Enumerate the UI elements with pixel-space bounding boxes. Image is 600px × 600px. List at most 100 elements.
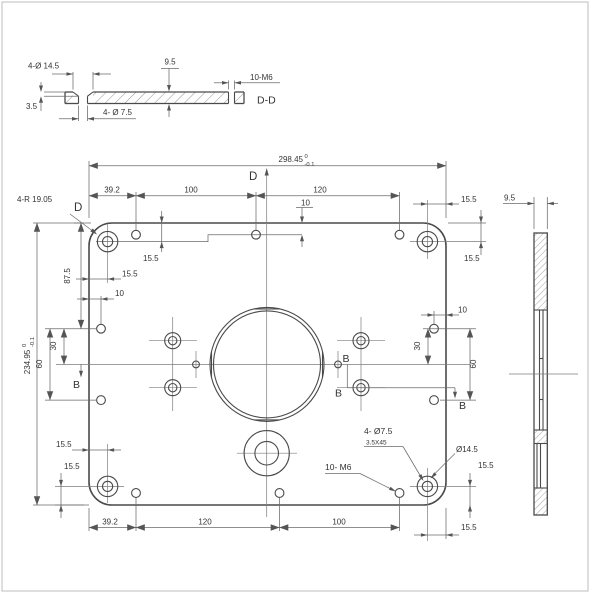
- section-hatch: [93, 92, 229, 104]
- dim-right-10-value: 10: [458, 306, 467, 315]
- section-view-title: D-D: [257, 95, 276, 107]
- dim-top-100: 100: [135, 186, 257, 199]
- corner-hole-top-right: [416, 230, 439, 253]
- section-hatch: [65, 92, 73, 104]
- dim-right-10: 10: [421, 306, 467, 317]
- dim-right-30-value: 30: [413, 341, 422, 350]
- pin-holes: [192, 360, 342, 369]
- dim-bottom-right-15-5-v-value: 15.5: [478, 461, 494, 470]
- dim-section-countersink: 4-Ø 14.5: [28, 62, 111, 90]
- dim-bottom-120: 120: [135, 518, 280, 531]
- section-mark-d-corner: D: [69, 202, 97, 235]
- section-mark-d-top: D: [249, 168, 269, 183]
- dim-top-left-15-5-h: 15.5: [76, 270, 138, 281]
- dim-section-through: 4- Ø 7.5: [59, 105, 136, 121]
- note-through-holes-label: 4- Ø7.5: [364, 426, 393, 436]
- top-edge-reference-line: [96, 234, 302, 242]
- dim-left-30-value: 30: [49, 341, 58, 350]
- dim-top-100-value: 100: [184, 186, 198, 195]
- section-hatch: [234, 92, 244, 104]
- dim-right-60: 60: [466, 328, 478, 401]
- note-corner-radius-label: 4-R 19.05: [17, 195, 53, 204]
- side-hatch-bottom: [534, 488, 548, 515]
- dim-overall-width-tol-lower: -0.1: [305, 162, 315, 168]
- dim-side-thickness: 9.5: [503, 194, 558, 229]
- dim-left-87-5-value: 87.5: [63, 268, 72, 284]
- side-view: 9.5: [503, 194, 578, 516]
- dim-overall-width-value: 298.45: [279, 155, 304, 164]
- dim-side-thickness-value: 9.5: [504, 194, 516, 203]
- dim-bottom-right-15-5-h-value: 15.5: [461, 523, 477, 532]
- dim-top-39-2-value: 39.2: [104, 186, 120, 195]
- dim-overall-width-tol-upper: 0: [305, 154, 308, 160]
- section-mark-b-mid-label: B: [343, 353, 350, 365]
- note-chamfer-label: 3.5X45: [366, 440, 387, 447]
- tapped-holes-m6: [96, 229, 439, 498]
- dim-top-10: 10: [296, 199, 313, 247]
- dim-left-30: 30: [49, 328, 68, 365]
- dim-overall-height-tol-upper: 0: [22, 344, 28, 347]
- sheet-border: [1, 1, 589, 592]
- dim-top-left-15-5-h-value: 15.5: [122, 270, 138, 279]
- dim-bottom-left-15-5-h: 15.5: [56, 440, 121, 452]
- dim-top-left-15-5-v: 15.5: [143, 211, 164, 263]
- dim-bottom-left-15-5-v: 15.5: [59, 462, 80, 518]
- section-mark-b-right-label: B: [459, 400, 466, 412]
- dim-right-60-value: 60: [469, 359, 478, 368]
- dim-section-tapped-label: 10-M6: [250, 73, 273, 82]
- dim-bottom-right-15-5-h: 15.5: [414, 523, 477, 537]
- dim-left-60-value: 60: [35, 359, 44, 368]
- dim-top-120: 120: [255, 186, 400, 199]
- dim-section-countersink-label: 4-Ø 14.5: [28, 62, 60, 71]
- dim-left-10: 10: [77, 289, 124, 301]
- section-mark-d-corner-label: D: [74, 202, 82, 214]
- note-countersink-dia: Ø14.5: [430, 445, 478, 479]
- corner-hole-bottom-right: [416, 475, 439, 498]
- dim-top-right-15-5-v-value: 15.5: [464, 254, 480, 263]
- dim-bottom-left-15-5-h-value: 15.5: [56, 440, 72, 449]
- dim-top-right-15-5-h: 15.5: [413, 195, 477, 206]
- dim-bottom-120-value: 120: [198, 518, 212, 527]
- dim-overall-height-tol-lower: -0.1: [30, 337, 36, 347]
- dim-left-87-5: 87.5: [63, 222, 85, 329]
- dim-left-60: 60: [35, 328, 54, 401]
- dim-bottom-100: 100: [279, 518, 400, 531]
- dim-overall-height: 234.95 0 -0.1: [22, 222, 41, 506]
- note-tapped-holes-label: 10- M6: [325, 462, 352, 472]
- dim-section-thickness-label: 9.5: [164, 58, 176, 67]
- note-countersink-dia-label: Ø14.5: [456, 445, 478, 454]
- corner-hole-bottom-left: [96, 475, 119, 498]
- plate-outline: [88, 222, 447, 506]
- dim-bottom-100-value: 100: [332, 518, 346, 527]
- side-profile-details: [534, 309, 548, 489]
- note-corner-radius: 4-R 19.05: [17, 195, 53, 204]
- note-tapped-holes: 10- M6: [325, 462, 396, 492]
- center-opening: [209, 306, 325, 422]
- section-bar-outline: [64, 91, 245, 105]
- note-through-holes: 4- Ø7.5 3.5X45: [364, 426, 424, 481]
- dim-section-depth-label: 3.5: [26, 102, 38, 111]
- dim-section-through-label: 4- Ø 7.5: [103, 108, 132, 117]
- section-mark-d-top-label: D: [249, 171, 257, 183]
- section-mark-b: B B B B: [73, 353, 466, 412]
- corner-hole-top-left: [96, 230, 119, 253]
- dim-bottom-39-2: 39.2: [88, 518, 137, 531]
- dim-overall-height-value: 234.95: [23, 349, 32, 374]
- side-hatch-top: [534, 233, 548, 310]
- section-mark-b-mid2-label: B: [335, 388, 342, 400]
- dim-top-right-15-5-h-value: 15.5: [461, 195, 477, 204]
- dim-top-10-value: 10: [301, 199, 310, 208]
- dim-bottom-right-15-5-v: 15.5: [468, 461, 494, 518]
- dim-overall-width: 298.45 0 -0.1: [88, 154, 447, 169]
- dim-top-right-15-5-v: 15.5: [464, 210, 483, 263]
- side-hatch-mid: [534, 430, 548, 444]
- centerlines: [55, 171, 486, 541]
- bottom-counterbore-hole: [243, 430, 290, 477]
- section-mark-b-left-label: B: [73, 379, 80, 391]
- dim-section-tapped: 10-M6: [214, 73, 280, 90]
- dim-bottom-39-2-value: 39.2: [102, 518, 118, 527]
- section-view-dd: 4-Ø 14.5 9.5 10-M6: [26, 58, 280, 121]
- dim-bottom-left-15-5-v-value: 15.5: [64, 462, 80, 471]
